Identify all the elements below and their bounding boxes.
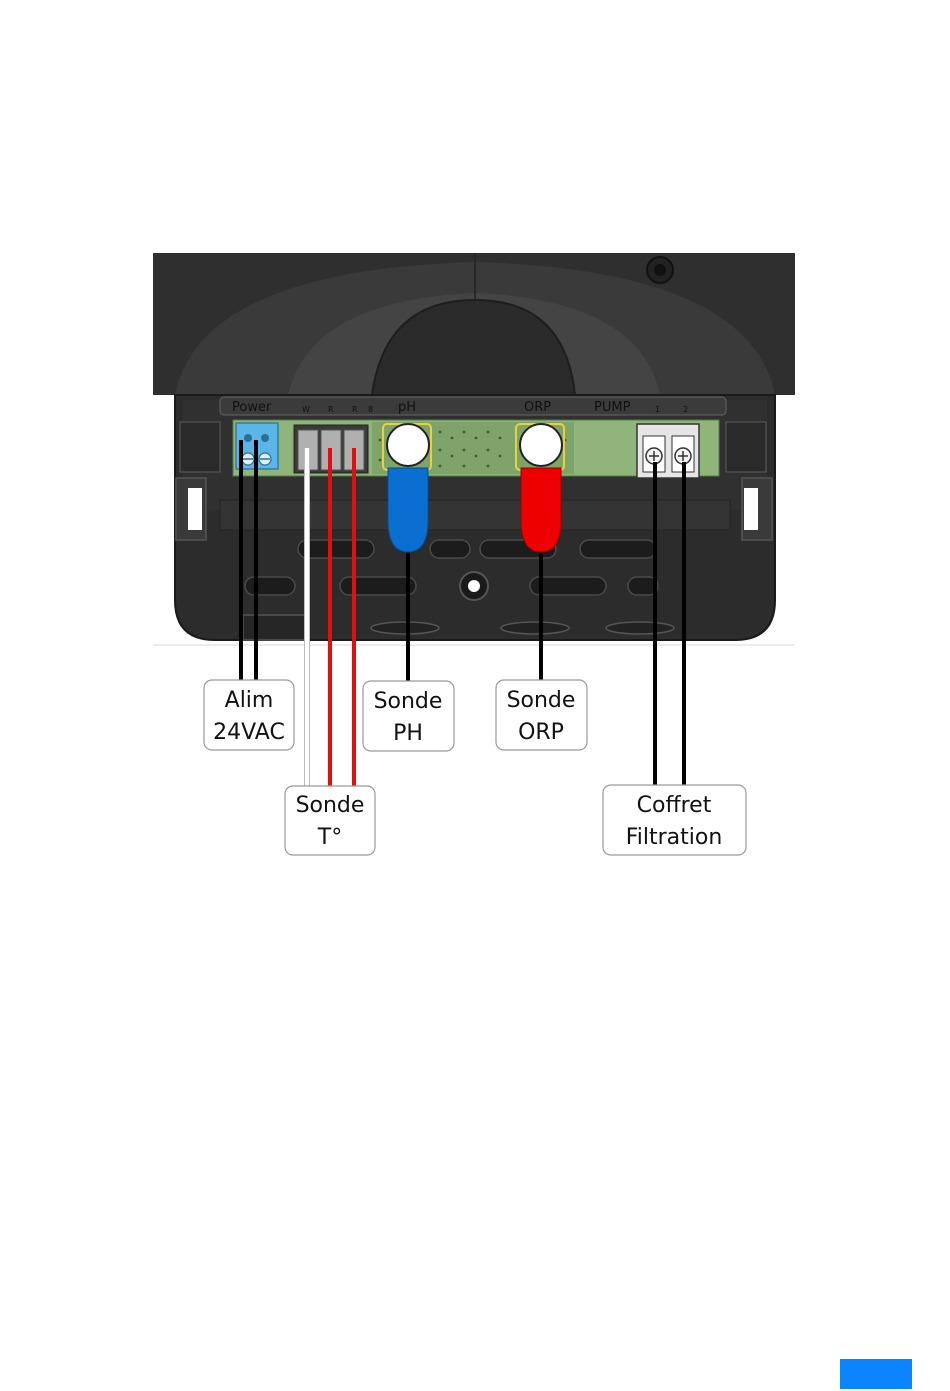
silkscreen-strip: Power pH ORP PUMP W R R 8 1 2	[220, 397, 726, 415]
label-temp-pin-8: 8	[368, 405, 373, 414]
callout-sonde-orp: Sonde ORP	[496, 680, 587, 750]
callout-sonde-orp-line1: Sonde	[507, 688, 576, 713]
callout-sonde-temp-line2: T°	[317, 825, 342, 850]
label-temp-pin-r1: R	[328, 405, 334, 414]
callout-coffret-line2: Filtration	[626, 825, 723, 850]
callout-sonde-temp-line1: Sonde	[296, 793, 365, 818]
callout-sonde-temp: Sonde T°	[285, 786, 375, 855]
pump-terminal	[637, 424, 699, 478]
callout-alim-line1: Alim	[225, 688, 274, 713]
label-pump: PUMP	[594, 400, 631, 415]
mounting-hole-icon	[647, 257, 673, 283]
callout-coffret-line1: Coffret	[637, 793, 712, 818]
callout-sonde-ph: Sonde PH	[363, 681, 454, 751]
label-pump-pin-2: 2	[683, 405, 688, 414]
screw-icon	[259, 453, 271, 465]
callout-alim: Alim 24VAC	[204, 680, 294, 750]
screw-icon	[242, 453, 254, 465]
label-temp-pin-r2: R	[352, 405, 358, 414]
callout-sonde-ph-line2: PH	[393, 721, 423, 746]
label-pump-pin-1: 1	[655, 405, 660, 414]
screw-icon	[675, 448, 691, 464]
label-orp: ORP	[524, 400, 551, 415]
mounting-hole-icon	[460, 572, 488, 600]
label-ph: pH	[398, 400, 416, 415]
callout-sonde-orp-line2: ORP	[518, 720, 564, 745]
page-tab	[840, 1359, 912, 1389]
callout-alim-line2: 24VAC	[213, 720, 285, 745]
callout-sonde-ph-line1: Sonde	[374, 689, 443, 714]
housing-top	[153, 253, 795, 395]
label-power: Power	[232, 400, 272, 415]
label-temp-pin-w: W	[302, 405, 310, 414]
screw-icon	[646, 448, 662, 464]
callout-coffret: Coffret Filtration	[603, 785, 746, 855]
